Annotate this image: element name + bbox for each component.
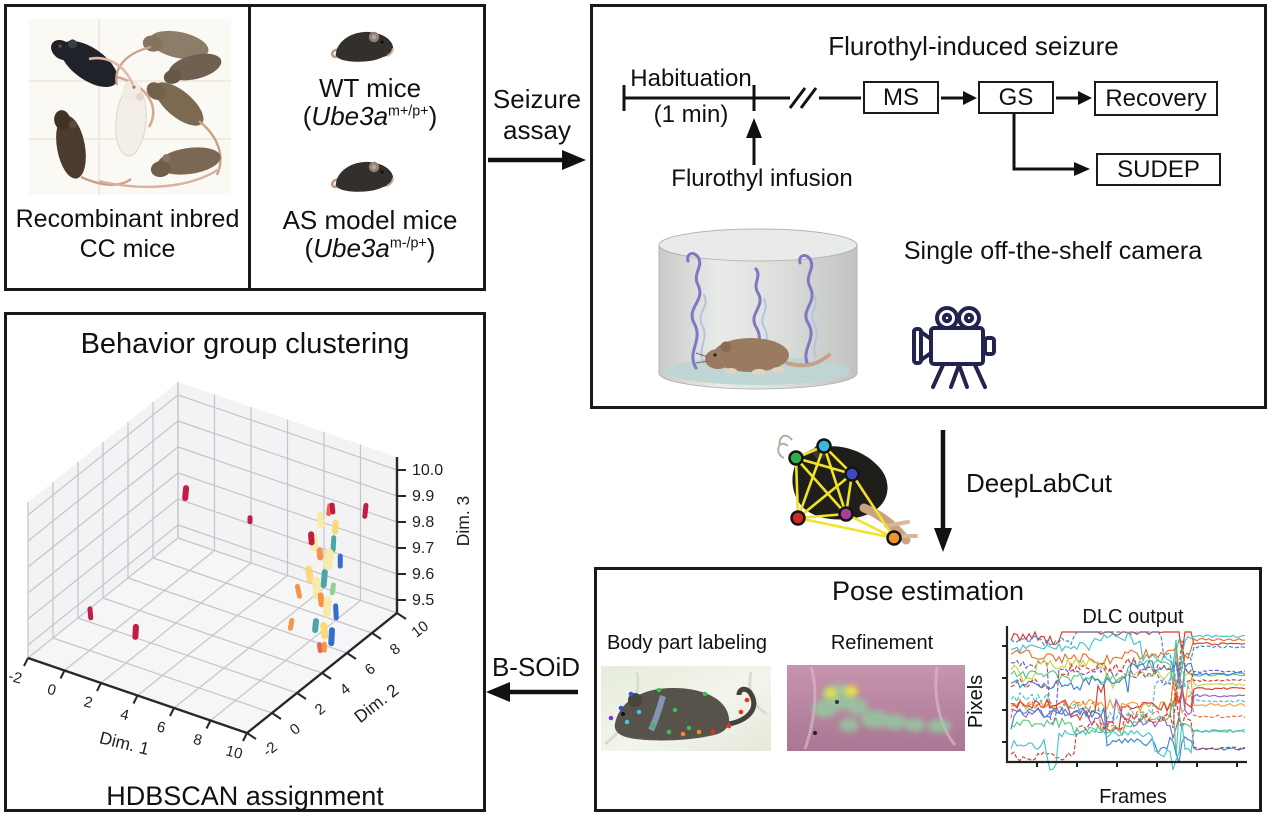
svg-text:8: 8 <box>387 640 404 659</box>
clustering-caption: HDBSCAN assignment <box>106 781 384 811</box>
stage-ms-box: MS <box>863 81 939 114</box>
pose-skeleton-edges <box>794 444 896 540</box>
pose-keypoints <box>788 438 902 546</box>
svg-text:9.7: 9.7 <box>412 540 434 557</box>
svg-text:9.6: 9.6 <box>412 566 434 583</box>
hdbscan-3d-plot: -20246810-202468109.59.69.79.89.910.0Dim… <box>7 382 473 763</box>
arrowhead-infusion <box>746 118 762 138</box>
svg-text:9.5: 9.5 <box>412 592 434 609</box>
svg-text:2: 2 <box>82 693 94 712</box>
seizure-assay-line2: assay <box>503 114 571 145</box>
dlc-output-plot <box>1002 626 1247 771</box>
dlc-output-label: DLC output <box>1082 606 1184 628</box>
svg-text:9.8: 9.8 <box>412 514 434 531</box>
wt-gene-superscript: m+/p+ <box>388 103 429 120</box>
camera-label: Single off-the-shelf camera <box>903 237 1203 265</box>
gray-mouse-2 <box>163 53 222 84</box>
dlc-xlabel: Frames <box>1099 786 1167 808</box>
refinement-label: Refinement <box>830 632 934 654</box>
timeline-break-slash-2 <box>799 87 818 109</box>
pose-panel-title: Pose estimation <box>831 576 1025 606</box>
down-arrow-icon <box>934 430 952 552</box>
body-part-labeling-image <box>601 666 771 751</box>
wt-genotype: (Ube3am+/p+) <box>254 101 486 132</box>
wt-gene: Ube3a <box>311 101 389 131</box>
svg-text:Dim. 3: Dim. 3 <box>453 496 473 547</box>
seizure-assay-line1: Seizure <box>492 84 582 114</box>
svg-text:-2: -2 <box>7 668 24 688</box>
cohort-caption-line2: CC mice <box>79 234 176 263</box>
flurothyl-panel: Flurothyl-induced seizure Habituation (1… <box>590 4 1267 409</box>
chamber-mouse <box>695 338 831 375</box>
refinement-hot-spots <box>825 686 858 698</box>
svg-text:8: 8 <box>191 731 203 750</box>
svg-text:6: 6 <box>362 660 379 679</box>
left-arrow-icon <box>486 682 578 702</box>
svg-text:4: 4 <box>118 706 130 725</box>
bsoid-label: B-SOiD <box>491 652 581 682</box>
as-paren-close: ) <box>426 233 436 263</box>
as-mouse-icon <box>331 161 394 192</box>
as-paren-open: ( <box>304 233 314 263</box>
right-arrow-icon <box>488 150 586 170</box>
stage-recovery-box: Recovery <box>1094 81 1218 116</box>
cc-mice-photo <box>29 19 231 195</box>
arrowhead-sudep <box>1074 162 1090 176</box>
refinement-image <box>787 665 965 751</box>
wt-label: WT mice <box>318 73 422 103</box>
seizure-assay-label: Seizure assay <box>478 84 596 145</box>
svg-text:10.0: 10.0 <box>412 462 443 479</box>
flurothyl-chamber-illustration <box>658 228 858 390</box>
as-gene-superscript: m-/p+ <box>389 235 427 252</box>
clustering-panel-title: Behavior group clustering <box>80 328 410 360</box>
brown-mouse-2 <box>150 147 221 178</box>
video-camera-icon <box>912 306 996 389</box>
brown-mouse <box>54 110 86 179</box>
olive-mouse <box>146 82 204 126</box>
as-genotype: (Ube3am-/p+) <box>254 233 486 264</box>
svg-text:10: 10 <box>224 742 244 763</box>
arrowhead-ms-gs <box>963 91 977 105</box>
deeplabcut-label: DeepLabCut <box>966 468 1112 498</box>
cohort-caption: Recombinant inbred CC mice <box>7 205 248 264</box>
svg-text:9.9: 9.9 <box>412 488 434 505</box>
flurothyl-panel-title: Flurothyl-induced seizure <box>828 31 1119 61</box>
gs-to-sudep-elbow <box>1012 114 1074 171</box>
camera-tripod <box>931 363 987 389</box>
wt-paren-close: ) <box>428 101 438 131</box>
body-part-label: Body part labeling <box>606 632 768 654</box>
svg-text:Dim. 2: Dim. 2 <box>350 680 402 727</box>
chamber-lid <box>658 228 858 262</box>
timeline-break-slash-1 <box>788 87 807 109</box>
mouse-cohort-panel: Recombinant inbred CC mice WT mice (Ube3… <box>4 4 486 291</box>
svg-text:10: 10 <box>408 618 432 642</box>
svg-text:2: 2 <box>312 700 329 719</box>
white-mouse <box>115 79 147 157</box>
svg-text:6: 6 <box>155 718 167 737</box>
arrowhead-gs-recovery <box>1078 91 1092 105</box>
stage-gs-box: GS <box>978 81 1054 114</box>
svg-text:0: 0 <box>287 720 304 739</box>
svg-text:4: 4 <box>337 680 354 699</box>
wt-mouse-icon <box>331 31 394 62</box>
panel-divider <box>248 7 251 288</box>
svg-text:Dim. 1: Dim. 1 <box>98 727 152 759</box>
svg-text:-2: -2 <box>260 739 281 761</box>
stage-sudep-box: SUDEP <box>1096 153 1221 186</box>
cohort-caption-line1: Recombinant inbred <box>15 205 240 233</box>
wt-paren-open: ( <box>302 101 312 131</box>
body-part-dots <box>608 687 750 737</box>
pose-estimation-panel: Pose estimation Body part labeling <box>594 567 1262 812</box>
pixels-label: Pixels <box>965 674 988 729</box>
habituation-label: Habituation <box>630 65 752 92</box>
svg-text:0: 0 <box>45 681 57 700</box>
pose-keypoint-mouse <box>777 434 918 546</box>
as-gene: Ube3a <box>313 233 390 263</box>
as-label: AS model mice <box>282 205 458 235</box>
infusion-label: Flurothyl infusion <box>671 165 853 192</box>
timeline-graphic <box>622 85 1092 176</box>
habituation-duration: (1 min) <box>653 101 729 128</box>
black-mouse <box>51 39 118 88</box>
